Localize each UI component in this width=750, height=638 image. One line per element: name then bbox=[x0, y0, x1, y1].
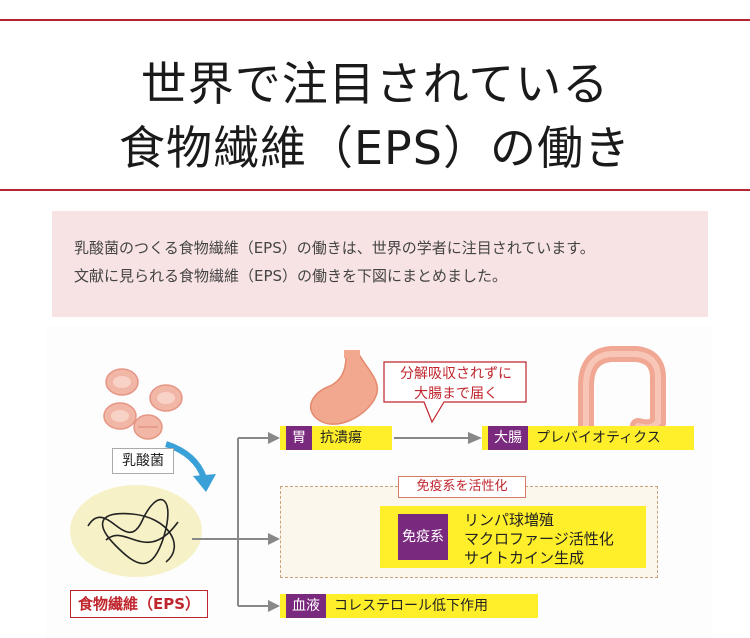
callout-line-2: 大腸まで届く bbox=[414, 386, 498, 402]
fiber-icon bbox=[70, 485, 202, 577]
intestine-tag: 大腸 bbox=[488, 426, 528, 450]
immune-tag-text: 免疫系 bbox=[402, 529, 444, 545]
intro-box: 乳酸菌のつくる食物繊維（EPS）の働きは、世界の学者に注目されています。 文献に… bbox=[52, 211, 708, 317]
immune-item-2: マクロファージ活性化 bbox=[464, 530, 614, 548]
callout-line-1: 分解吸収されずに bbox=[400, 366, 512, 382]
intestine-icon bbox=[578, 346, 666, 436]
connector-lines bbox=[192, 437, 468, 607]
callout-bubble bbox=[383, 361, 527, 424]
intro-line-2: 文献に見られる食物繊維（EPS）の働きを下図にまとめました。 bbox=[74, 267, 508, 285]
stomach-box: 胃抗潰瘍 bbox=[280, 426, 392, 450]
blood-effect: コレステロール低下作用 bbox=[334, 598, 488, 614]
eps-label: 食物繊維（EPS） bbox=[70, 590, 208, 618]
intestine-box: 大腸プレバイオティクス bbox=[482, 426, 694, 450]
arrowheads bbox=[268, 432, 482, 612]
immune-tag: 免疫系 bbox=[398, 514, 448, 560]
immune-item-1: リンパ球増殖 bbox=[464, 511, 555, 529]
lactobacillus-icon bbox=[103, 368, 183, 440]
callout-text: 分解吸収されずに 大腸まで届く bbox=[386, 364, 526, 404]
title-line-2: 食物繊維（EPS）の働き bbox=[118, 121, 631, 175]
title-line-1: 世界で注目されている bbox=[140, 57, 610, 111]
immune-box: 免疫系 リンパ球増殖 マクロファージ活性化 サイトカイン生成 bbox=[380, 506, 646, 568]
blood-box: 血液コレステロール低下作用 bbox=[280, 594, 538, 618]
down-arrow-icon bbox=[164, 441, 216, 492]
lactobacillus-label-text: 乳酸菌 bbox=[122, 453, 164, 469]
intro-line-1: 乳酸菌のつくる食物繊維（EPS）の働きは、世界の学者に注目されています。 bbox=[74, 239, 595, 257]
immune-item-3: サイトカイン生成 bbox=[464, 549, 585, 567]
immune-header-text: 免疫系を活性化 bbox=[416, 479, 508, 494]
intestine-effect: プレバイオティクス bbox=[536, 430, 661, 446]
eps-diagram: 乳酸菌 食物繊維（EPS） 分解吸収されずに 大腸まで届く 胃抗潰瘍 大腸プレバ… bbox=[46, 326, 712, 638]
stomach-effect: 抗潰瘍 bbox=[320, 430, 362, 446]
top-rule bbox=[0, 19, 750, 21]
blood-tag: 血液 bbox=[286, 594, 326, 618]
lactobacillus-label: 乳酸菌 bbox=[112, 448, 174, 474]
stomach-tag: 胃 bbox=[286, 426, 312, 450]
eps-label-text: 食物繊維（EPS） bbox=[77, 595, 201, 613]
bottom-rule bbox=[0, 189, 750, 191]
stomach-icon bbox=[310, 350, 379, 425]
immune-header: 免疫系を活性化 bbox=[398, 476, 526, 498]
